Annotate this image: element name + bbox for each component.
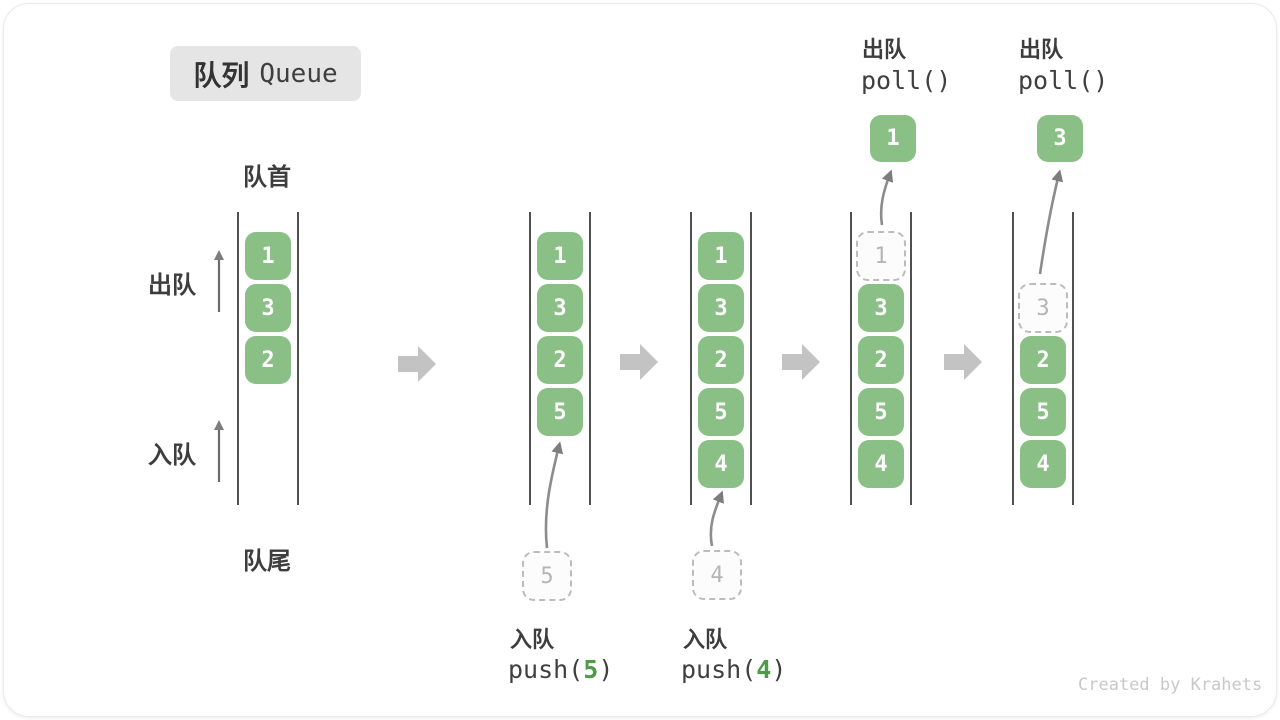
queue-cell: 2 [537,336,583,384]
queue-wall-left [1012,212,1014,505]
code-arg: 5 [583,655,599,684]
queue-wall-right [297,212,299,505]
removed-cell: 1 [856,231,906,281]
queue-wall-right [589,212,591,505]
queue-cell: 5 [858,388,904,436]
removed-cell: 3 [1018,283,1068,333]
step-arrow-icon [944,344,982,380]
queue-cell: 5 [537,388,583,436]
queue-wall-left [690,212,692,505]
dequeue-op-label: 出队 [862,37,907,62]
enqueue-op-code: push(5) [508,655,613,684]
queue-cell: 2 [1020,336,1066,384]
queue-wall-left [529,212,531,505]
queue-rear-label: 队尾 [243,548,291,575]
queue-cell: 3 [245,284,291,332]
queue-cell: 3 [698,284,744,332]
queue-cell: 2 [245,336,291,384]
dequeue-op-label: 出队 [1019,37,1064,62]
code-close: ) [598,655,614,684]
title-zh: 队列 [193,59,250,91]
step-arrow-icon [398,346,436,382]
queue-cell: 1 [245,232,291,280]
queue-wall-right [750,212,752,505]
code-fn: poll() [1018,66,1109,95]
dequeued-cell: 1 [870,115,916,162]
step-arrow-icon [620,344,658,380]
enqueue-op-label: 入队 [510,627,555,652]
incoming-cell: 5 [522,551,572,601]
step-arrow-icon [782,344,820,380]
enqueue-op-code: push(4) [681,655,786,684]
dequeued-cell: 3 [1037,115,1083,162]
code-fn: push( [681,655,757,684]
queue-cell: 4 [858,440,904,488]
code-fn: poll() [861,66,952,95]
queue-cell: 2 [698,336,744,384]
dequeue-op-code: poll() [1018,66,1108,95]
queue-cell: 2 [858,336,904,384]
incoming-cell: 4 [692,550,742,600]
queue-wall-right [910,212,912,505]
queue-cell: 1 [698,232,744,280]
watermark: Created by Krahets [1078,675,1263,695]
queue-wall-left [237,212,239,505]
enqueue-op-label: 入队 [683,627,728,652]
queue-cell: 4 [698,440,744,488]
queue-cell: 1 [537,232,583,280]
queue-cell: 5 [698,388,744,436]
queue-cell: 5 [1020,388,1066,436]
queue-cell: 4 [1020,440,1066,488]
queue-wall-left [850,212,852,505]
enqueue-side-label: 入队 [148,442,196,469]
queue-wall-right [1072,212,1074,505]
queue-cell: 3 [537,284,583,332]
title-badge: 队列 Queue [170,46,361,101]
queue-front-label: 队首 [243,164,291,191]
code-arg: 4 [756,655,772,684]
code-close: ) [771,655,787,684]
queue-cell: 3 [858,284,904,332]
dequeue-op-code: poll() [861,66,951,95]
code-fn: push( [508,655,584,684]
title-en: Queue [259,58,338,89]
dequeue-side-label: 出队 [148,272,196,299]
